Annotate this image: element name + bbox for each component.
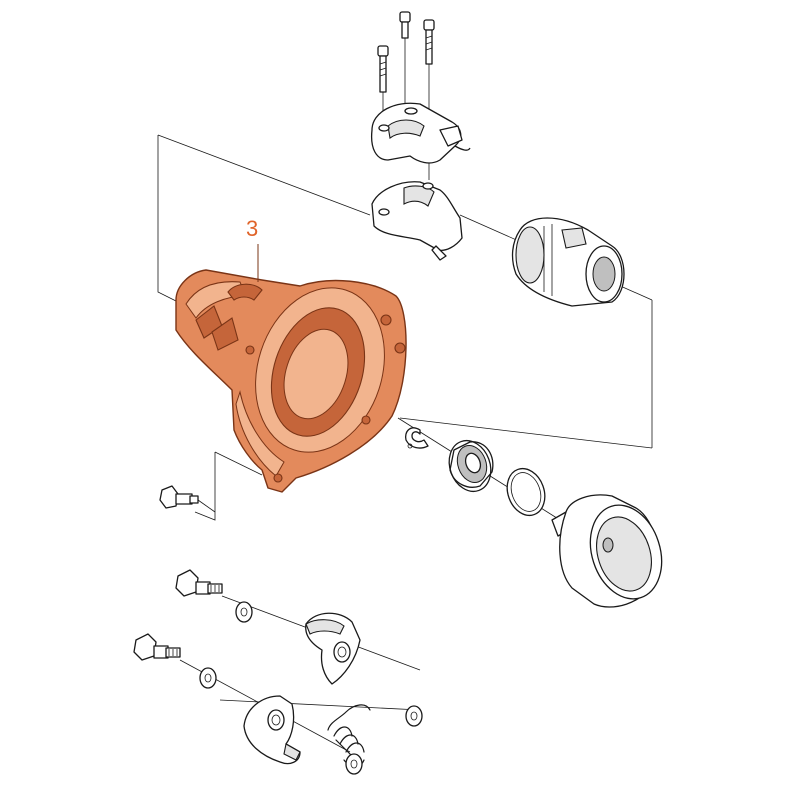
washer-2: [199, 667, 217, 689]
shoulder-screw-upper: [159, 485, 216, 513]
clutch-shoe-upper: [305, 612, 361, 685]
circlip-large: [506, 467, 546, 517]
handle-clamp-upper: [370, 102, 471, 164]
handle-clamp-lower: [371, 181, 463, 261]
screw-top-left: [377, 45, 389, 118]
clutch-housing-part[interactable]: [175, 269, 407, 493]
washer-3: [405, 705, 423, 727]
anti-vibration-sleeve: [511, 217, 625, 307]
shoulder-screw-left-2: [133, 633, 181, 661]
clutch-drum: [551, 494, 663, 608]
washer-4: [345, 753, 363, 775]
clutch-shoe-lower: [243, 695, 301, 765]
washer-1: [235, 601, 253, 623]
ball-bearing: [448, 439, 494, 493]
shoulder-screw-left-1: [175, 569, 223, 597]
callout-label: 3: [246, 216, 258, 241]
callout-3: 3: [246, 216, 259, 282]
screw-top-middle: [399, 11, 411, 112]
clutch-spring: [327, 704, 371, 768]
circlip-small: [404, 427, 429, 449]
